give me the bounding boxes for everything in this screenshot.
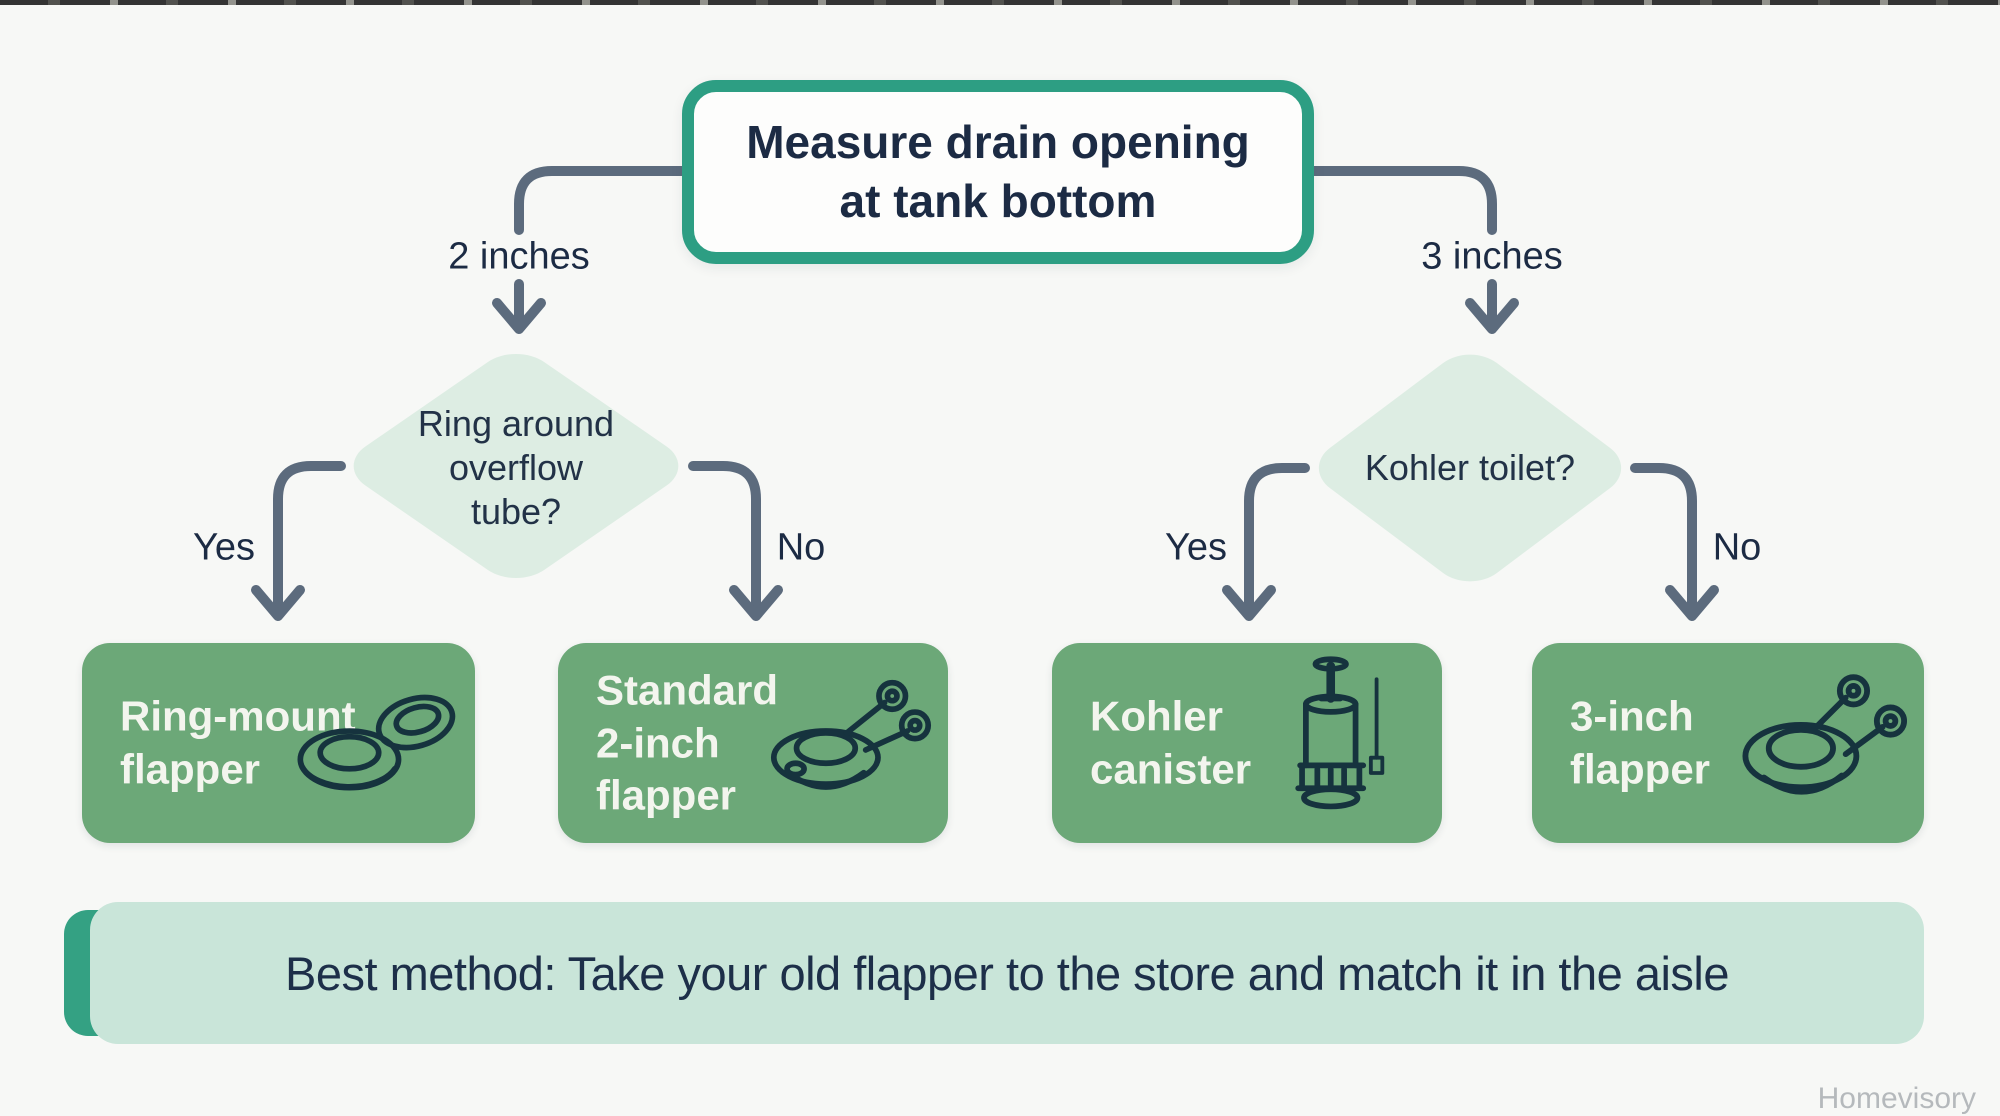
outcome-label: Kohler canister	[1090, 692, 1252, 793]
decision-label-overflow-ring: Ring around overflow tube?	[417, 403, 615, 532]
connector-right-no	[1630, 463, 1697, 613]
decision-label-kohler: Kohler toilet?	[1364, 447, 1576, 489]
best-method-text: Best method: Take your old flapper to th…	[285, 946, 1729, 1000]
branch-label-2-inches: 2 inches	[448, 235, 590, 278]
right-no-label: No	[1712, 526, 1762, 569]
connector-left-no	[688, 461, 761, 613]
left-no-label: No	[776, 526, 826, 569]
outcome-ring-mount-flapper: Ring-mount flapper	[82, 643, 475, 843]
top-border-strip	[0, 0, 2000, 5]
three-inch-flapper-icon	[1723, 667, 1908, 820]
arrow-right-branch-head-icon	[1465, 298, 1519, 334]
outcome-label: Standard 2-inch flapper	[596, 666, 779, 819]
outcome-kohler-canister: Kohler canister	[1052, 643, 1442, 843]
connector-right-yes	[1244, 463, 1310, 613]
arrow-left-no-head-icon	[729, 585, 783, 621]
outcome-3-inch-flapper: 3-inch flapper	[1532, 643, 1924, 843]
left-yes-label: Yes	[193, 526, 255, 569]
arrow-right-no-head-icon	[1665, 585, 1719, 621]
right-yes-label: Yes	[1165, 526, 1227, 569]
outcome-label: 3-inch flapper	[1570, 692, 1711, 793]
standard-flapper-icon	[752, 668, 932, 818]
outcome-standard-2-inch-flapper: Standard 2-inch flapper	[558, 643, 948, 843]
arrow-right-yes-head-icon	[1222, 585, 1276, 621]
kohler-canister-icon	[1263, 655, 1408, 832]
ring-mount-flapper-icon	[289, 676, 459, 811]
watermark: Homevisory	[1817, 1082, 1976, 1115]
best-method-banner: Best method: Take your old flapper to th…	[90, 902, 1924, 1044]
branch-label-3-inches: 3 inches	[1421, 235, 1563, 278]
connector-left-branch	[514, 166, 691, 235]
connector-left-yes	[273, 461, 346, 613]
outcome-label: Ring-mount flapper	[120, 692, 356, 793]
root-node: Measure drain opening at tank bottom	[682, 80, 1314, 264]
root-node-label: Measure drain opening at tank bottom	[746, 116, 1250, 227]
arrow-left-branch-head-icon	[492, 298, 546, 334]
arrow-left-yes-head-icon	[251, 585, 305, 621]
connector-right-branch	[1309, 166, 1497, 235]
